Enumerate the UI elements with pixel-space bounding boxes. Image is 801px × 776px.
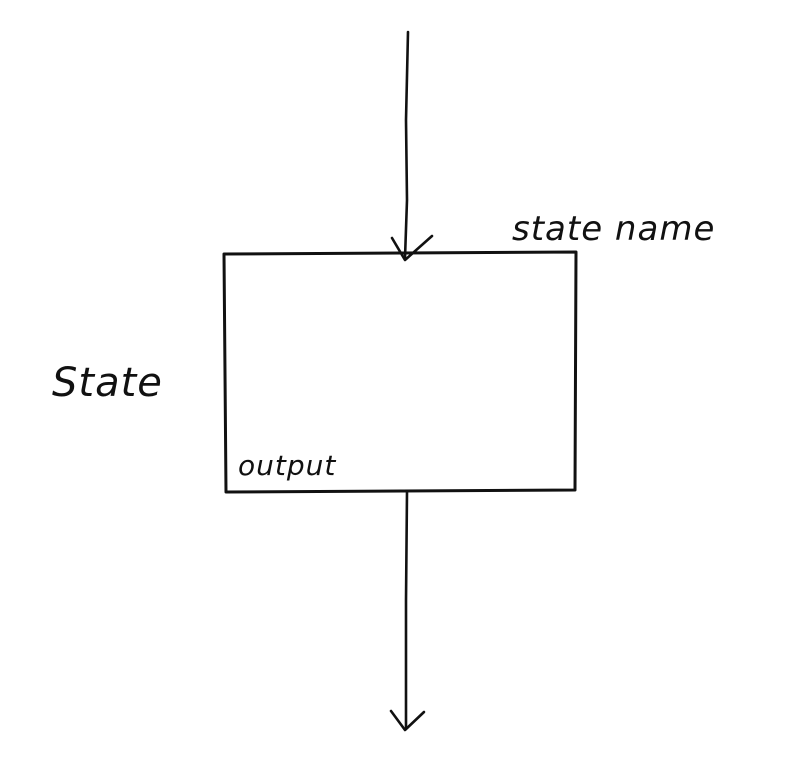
output-label: output [238, 449, 336, 482]
outgoing-arrow-line [404, 490, 409, 730]
state-name-label: state name [512, 209, 715, 249]
outgoing-arrowhead [389, 709, 426, 732]
incoming-arrowhead [390, 234, 434, 262]
state-box [222, 250, 578, 494]
state-side-label: State [52, 360, 163, 406]
incoming-arrow-line [403, 30, 410, 260]
